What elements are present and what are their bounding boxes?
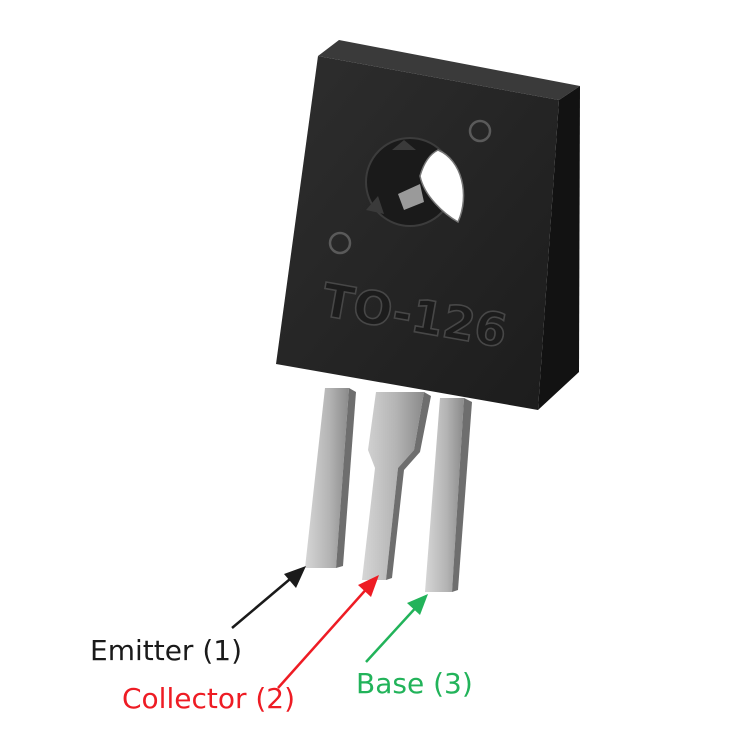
ejector-mark-right [468, 119, 492, 143]
lead-collector [362, 392, 431, 580]
lead-emitter [305, 388, 356, 568]
body-front-face [276, 56, 559, 410]
body-side-face [538, 86, 580, 410]
transistor-body: TO-126 [276, 40, 580, 410]
lead-base [425, 398, 472, 592]
body-top-face [318, 40, 580, 100]
base-arrow [365, 594, 428, 663]
collector-label: Collector (2) [122, 682, 295, 715]
base-label: Base (3) [356, 667, 473, 700]
emitter-arrow [231, 566, 306, 629]
mounting-hole [365, 137, 465, 227]
ejector-mark-left [328, 231, 352, 255]
collector-arrow [277, 575, 379, 689]
emitter-label: Emitter (1) [90, 634, 242, 667]
